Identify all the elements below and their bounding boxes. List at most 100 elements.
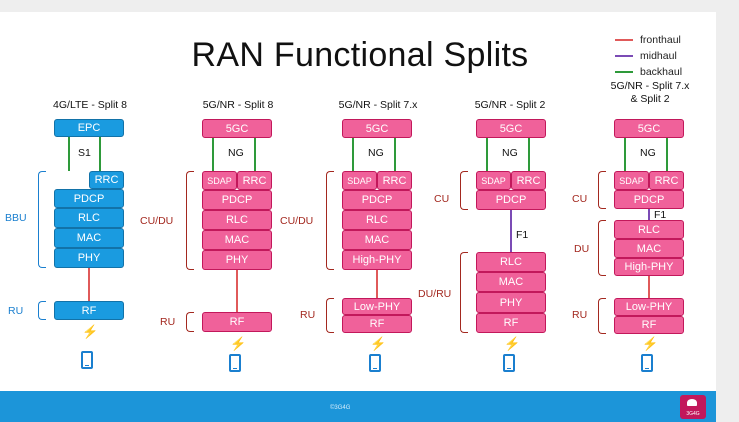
phone-icon (369, 354, 381, 372)
high-phy-box: High-PHY (614, 258, 684, 276)
radio-link-icon: ⚡ (642, 336, 659, 351)
legend-label: midhaul (640, 50, 677, 62)
cu-label: CU (572, 193, 588, 205)
column-title-line: 5G/NR - Split 7.x (610, 80, 690, 92)
phy-box: PHY (202, 250, 272, 270)
cu-du-bracket (326, 171, 334, 270)
backhaul-line (624, 138, 626, 171)
3g4g-logo: 3G4G (680, 395, 706, 419)
ru-label: RU (300, 309, 316, 321)
midhaul-line (648, 209, 650, 220)
fronthaul-swatch (615, 39, 633, 41)
fronthaul-line (648, 276, 650, 298)
rlc-box: RLC (614, 220, 684, 239)
ru-bracket (38, 301, 46, 320)
fronthaul-line (236, 270, 238, 312)
phy-box: PHY (54, 248, 124, 268)
backhaul-line (394, 138, 396, 171)
cu-du-bracket (186, 171, 194, 270)
du-bracket (598, 220, 606, 276)
f1-interface-label: F1 (654, 209, 667, 221)
pdcp-box: PDCP (614, 190, 684, 209)
backhaul-line (99, 137, 101, 171)
footer-bar: ©3G4G 3G4G (0, 391, 716, 422)
ru-bracket (186, 312, 194, 332)
phone-icon (81, 351, 93, 369)
ng-interface-label: NG (502, 147, 518, 159)
midhaul-line (510, 210, 512, 252)
mac-box: MAC (54, 228, 124, 248)
cu-bracket (460, 171, 468, 210)
bbu-bracket (38, 171, 46, 268)
s1-interface-label: S1 (78, 147, 91, 159)
du-label: DU (574, 243, 590, 255)
mac-box: MAC (614, 239, 684, 258)
phone-icon (503, 354, 515, 372)
radio-link-icon: ⚡ (370, 336, 387, 351)
backhaul-line (528, 138, 530, 171)
rrc-box: RRC (511, 171, 546, 190)
ru-bracket (598, 298, 606, 334)
slide-title: RAN Functional Splits (191, 36, 529, 74)
high-phy-box: High-PHY (342, 250, 412, 270)
pdcp-box: PDCP (54, 189, 124, 208)
low-phy-box: Low-PHY (342, 298, 412, 315)
footer-copyright: ©3G4G (330, 405, 351, 411)
ng-interface-label: NG (368, 147, 384, 159)
rlc-box: RLC (54, 208, 124, 228)
rrc-box: RRC (649, 171, 684, 190)
cu-du-label: CU/DU (140, 215, 174, 227)
column-title-nr-split2: 5G/NR - Split 2 (474, 99, 546, 111)
phone-icon (229, 354, 241, 372)
pdcp-box: PDCP (342, 190, 412, 210)
5gc-box: 5GC (476, 119, 546, 138)
pdcp-box: PDCP (476, 190, 546, 210)
cu-du-label: CU/DU (280, 215, 314, 227)
backhaul-line (254, 138, 256, 171)
pdcp-box: PDCP (202, 190, 272, 210)
ru-label: RU (160, 316, 176, 328)
du-ru-bracket (460, 252, 468, 333)
phy-box: PHY (476, 292, 546, 313)
rf-box: RF (614, 316, 684, 334)
radio-link-icon: ⚡ (82, 324, 99, 339)
cu-label: CU (434, 193, 450, 205)
ru-bracket (326, 298, 334, 333)
backhaul-line (666, 138, 668, 171)
sdap-box: SDAP (476, 171, 511, 190)
mac-box: MAC (202, 230, 272, 250)
rrc-box: RRC (237, 171, 272, 190)
rf-box: RF (476, 313, 546, 333)
sdap-box: SDAP (202, 171, 237, 190)
ru-label: RU (572, 309, 588, 321)
column-title-nr-split8: 5G/NR - Split 8 (202, 99, 274, 111)
column-title-nr-split7x: 5G/NR - Split 7.x (338, 99, 418, 111)
rlc-box: RLC (342, 210, 412, 230)
rf-box: RF (54, 301, 124, 320)
ru-label: RU (8, 305, 24, 317)
legend-midhaul: midhaul (615, 49, 677, 63)
du-ru-label: DU/RU (418, 288, 452, 300)
sdap-box: SDAP (342, 171, 377, 190)
rlc-box: RLC (202, 210, 272, 230)
ng-interface-label: NG (228, 147, 244, 159)
backhaul-swatch (615, 71, 633, 73)
mac-box: MAC (476, 272, 546, 292)
rrc-box: RRC (377, 171, 412, 190)
rf-box: RF (202, 312, 272, 332)
column-title-nr-split7x-split2: 5G/NR - Split 7.x & Split 2 (590, 80, 710, 106)
legend-fronthaul: fronthaul (615, 33, 681, 47)
mac-box: MAC (342, 230, 412, 250)
f1-interface-label: F1 (516, 229, 529, 241)
5gc-box: 5GC (342, 119, 412, 138)
5gc-box: 5GC (202, 119, 272, 138)
legend-backhaul: backhaul (615, 65, 682, 79)
5gc-box: 5GC (614, 119, 684, 138)
column-title-lte: 4G/LTE - Split 8 (53, 99, 127, 111)
ng-interface-label: NG (640, 147, 656, 159)
sdap-box: SDAP (614, 171, 649, 190)
radio-link-icon: ⚡ (230, 336, 247, 351)
slide: RAN Functional Splits fronthaul midhaul … (0, 12, 716, 422)
midhaul-swatch (615, 55, 633, 57)
logo-mark-icon (687, 399, 697, 406)
